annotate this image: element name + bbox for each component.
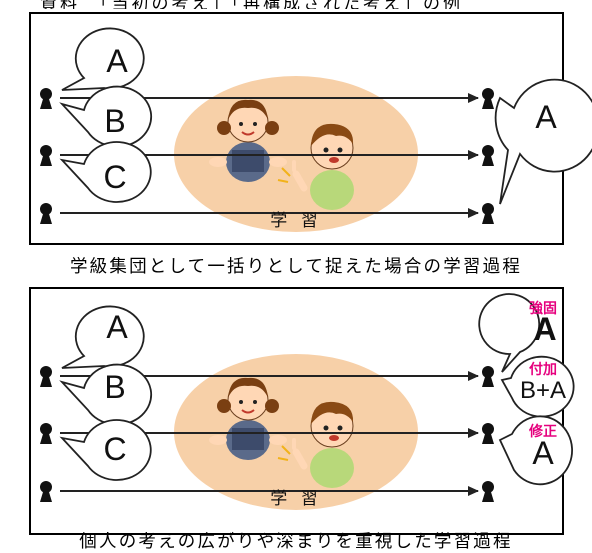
person-icon xyxy=(40,88,52,109)
learning-label: 学 習 xyxy=(270,489,321,509)
speech-bubble-input: A xyxy=(61,27,145,91)
top-panel-graphics: A B C A 学 習 xyxy=(40,27,592,232)
speech-bubble-input: A xyxy=(61,305,145,369)
person-icon xyxy=(40,423,52,444)
speech-bubble-input: B xyxy=(59,363,153,426)
tag-strong: 強固 xyxy=(529,300,557,317)
svg-text:B+A: B+A xyxy=(520,377,566,404)
speech-bubble-output: A xyxy=(494,78,592,205)
person-icon xyxy=(482,366,494,387)
person-icon xyxy=(482,203,494,224)
person-icon xyxy=(482,423,494,444)
speech-bubble-input: C xyxy=(59,419,152,481)
tag-correct: 修正 xyxy=(528,423,557,440)
person-icon xyxy=(482,481,494,502)
svg-text:C: C xyxy=(103,159,126,195)
person-icon xyxy=(40,203,52,224)
speech-bubble-input: B xyxy=(59,85,153,148)
person-icon xyxy=(40,145,52,166)
svg-text:B: B xyxy=(104,369,125,405)
svg-text:C: C xyxy=(103,431,126,467)
bottom-panel-caption: 個人の考えの広がりや深まりを重視した学習過程 xyxy=(79,532,513,552)
person-icon xyxy=(482,88,494,109)
speech-bubble-output: B+A 付加 xyxy=(500,355,575,418)
person-icon xyxy=(482,145,494,166)
svg-text:A: A xyxy=(535,99,557,135)
top-panel-caption: 学級集団として一括りとして捉えた場合の学習過程 xyxy=(69,257,523,277)
header-partial-title: 資料 「当初の考え」「再構成された考え」の例 xyxy=(0,0,592,9)
svg-text:B: B xyxy=(104,103,125,139)
person-icon xyxy=(40,366,52,387)
svg-text:A: A xyxy=(106,43,128,79)
learning-label: 学 習 xyxy=(270,211,321,231)
svg-text:A: A xyxy=(532,435,554,471)
speech-bubble-input: C xyxy=(59,141,152,203)
bottom-panel-graphics: A B C A 強固 B+A 付加 A 修正 学 習 xyxy=(40,293,575,510)
speech-bubble-output: A 強固 xyxy=(478,293,557,373)
speech-bubble-output: A 修正 xyxy=(498,415,573,486)
person-icon xyxy=(40,481,52,502)
bottom-diagram-panel xyxy=(29,287,564,535)
svg-text:A: A xyxy=(533,311,556,347)
tag-add: 付加 xyxy=(529,361,557,378)
svg-text:A: A xyxy=(106,309,128,345)
